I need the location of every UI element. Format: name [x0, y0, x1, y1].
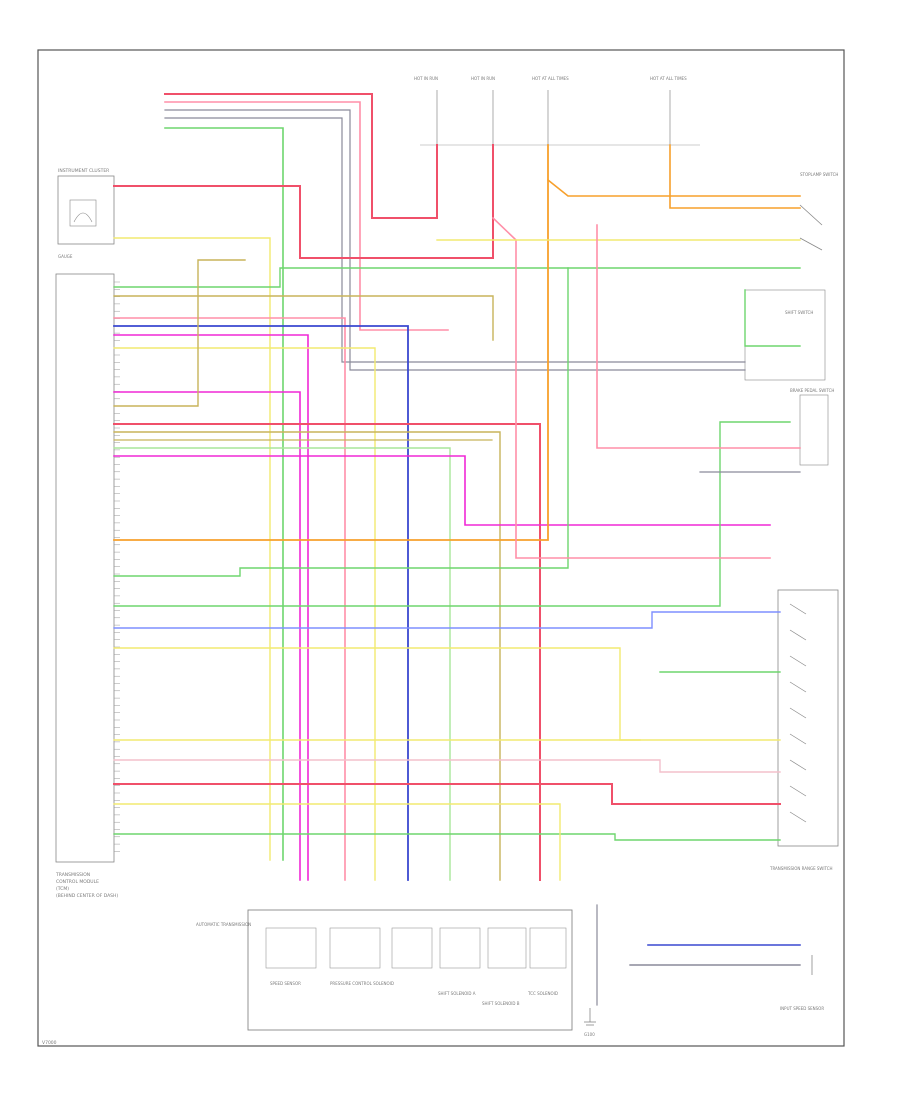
tcm-block: TRANSMISSION CONTROL MODULE (TCM) (BEHIN… — [55, 273, 118, 899]
speed-sensor-label: SPEED SENSOR — [270, 981, 301, 986]
ground-symbol: G100 — [584, 1008, 596, 1037]
wire-olive-9 — [113, 295, 494, 341]
stoplamp-switch-label: STOPLAMP SWITCH — [800, 172, 838, 177]
range-switch-contact — [789, 707, 807, 719]
gauge-label: GAUGE — [58, 254, 73, 259]
fuse-1-label: HOT IN RUN — [414, 76, 438, 81]
wire-green-36 — [744, 289, 801, 347]
range-switch-contact — [789, 733, 807, 745]
range-switch-contact — [789, 759, 807, 771]
wire-green-8 — [113, 267, 801, 288]
brake-pedal-switch: BRAKE PEDAL SWITCH — [790, 388, 834, 466]
range-switch-contact — [789, 681, 807, 693]
tcm-label-line-4: (BEHIND CENTER OF DASH) — [56, 893, 118, 899]
range-switch-contact — [789, 811, 807, 823]
shift-switch: SHIFT SWITCH — [744, 289, 826, 381]
instrument-cluster-block: INSTRUMENT CLUSTER GAUGE — [57, 168, 115, 259]
tcm-pin-ticks — [114, 281, 120, 852]
tcm-label-line-2: CONTROL MODULE — [56, 879, 99, 885]
wire-pink-35 — [596, 224, 801, 449]
fuse-block-4: HOT AT ALL TIMES — [650, 76, 687, 145]
tcm-label-line-1: TRANSMISSION — [55, 872, 90, 878]
instrument-cluster-label: INSTRUMENT CLUSTER — [58, 168, 109, 174]
wires — [113, 93, 801, 1006]
wire-lightblue-24 — [113, 611, 781, 629]
wire-magenta-20 — [113, 455, 771, 526]
range-switch-contact — [789, 629, 807, 641]
wire-yellow-30 — [113, 803, 561, 881]
wire-red-28 — [113, 783, 781, 805]
wire-green-5 — [164, 127, 284, 861]
range-switch-contacts — [789, 603, 807, 823]
shift-solenoid-b-label: SHIFT SOLENOID B — [482, 1001, 520, 1006]
fuse-2-label: HOT IN RUN — [471, 76, 495, 81]
wire-yellow-13 — [113, 347, 376, 881]
input-speed-sensor-label: INPUT SPEED SENSOR — [780, 1006, 824, 1011]
wire-red-1 — [164, 93, 438, 219]
range-switch: TRANSMISSION RANGE SWITCH — [769, 589, 839, 871]
brake-pedal-switch-label: BRAKE PEDAL SWITCH — [790, 388, 834, 393]
shift-solenoid-a-label: SHIFT SOLENOID A — [438, 991, 476, 996]
stoplamp-switch: STOPLAMP SWITCH — [799, 172, 838, 251]
wire-red-6 — [113, 144, 494, 259]
tcm-label-line-3: (TCM) — [56, 886, 69, 892]
fuse-block-2: HOT IN RUN — [471, 76, 495, 145]
page-code: V7000 — [42, 1040, 57, 1046]
fuse-3-label: HOT AT ALL TIMES — [532, 76, 569, 81]
wire-pink-10 — [113, 317, 346, 881]
wire-pink-2 — [164, 101, 449, 331]
wire-orange-21 — [113, 144, 549, 541]
wire-red-16 — [113, 423, 541, 881]
input-speed-sensor: INPUT SPEED SENSOR — [780, 955, 824, 1011]
range-switch-contact — [789, 655, 807, 667]
tcc-solenoid-label: TCC SOLENOID — [527, 991, 558, 996]
range-switch-label: TRANSMISSION RANGE SWITCH — [769, 866, 833, 871]
ground-label: G100 — [584, 1032, 595, 1037]
wire-blue-11 — [113, 325, 409, 881]
wire-lightpink-27 — [113, 759, 781, 773]
fuse-block-1: HOT IN RUN — [414, 76, 438, 145]
fuse-4-label: HOT AT ALL TIMES — [650, 76, 687, 81]
wire-magenta-12 — [113, 334, 309, 881]
wire-orange-33 — [669, 144, 801, 209]
pressure-control-solenoid-label: PRESSURE CONTROL SOLENOID — [330, 981, 394, 986]
wire-olive-15 — [113, 259, 246, 407]
automatic-transmission-label: AUTOMATIC TRANSMISSION — [196, 922, 251, 927]
wire-gray-4 — [164, 117, 746, 363]
range-switch-contact — [789, 603, 807, 615]
fuse-block-3: HOT AT ALL TIMES — [532, 76, 569, 145]
range-switch-contact — [789, 785, 807, 797]
wire-pink-31 — [491, 216, 771, 559]
shift-switch-label: SHIFT SWITCH — [785, 310, 813, 315]
automatic-transmission-block: AUTOMATIC TRANSMISSION SPEED SENSOR PRES… — [196, 909, 573, 1031]
wire-lightgreen-19 — [113, 447, 451, 881]
wire-green-23 — [113, 421, 791, 607]
wire-green-22 — [113, 267, 569, 577]
wire-magenta-14 — [113, 391, 301, 881]
wire-orange-32 — [546, 178, 801, 197]
wire-olive-17 — [113, 431, 501, 881]
diagram-border — [37, 49, 845, 1047]
wire-green-29 — [113, 833, 781, 841]
wire-yellow-25 — [113, 647, 781, 741]
wire-yellow-7 — [113, 237, 271, 861]
